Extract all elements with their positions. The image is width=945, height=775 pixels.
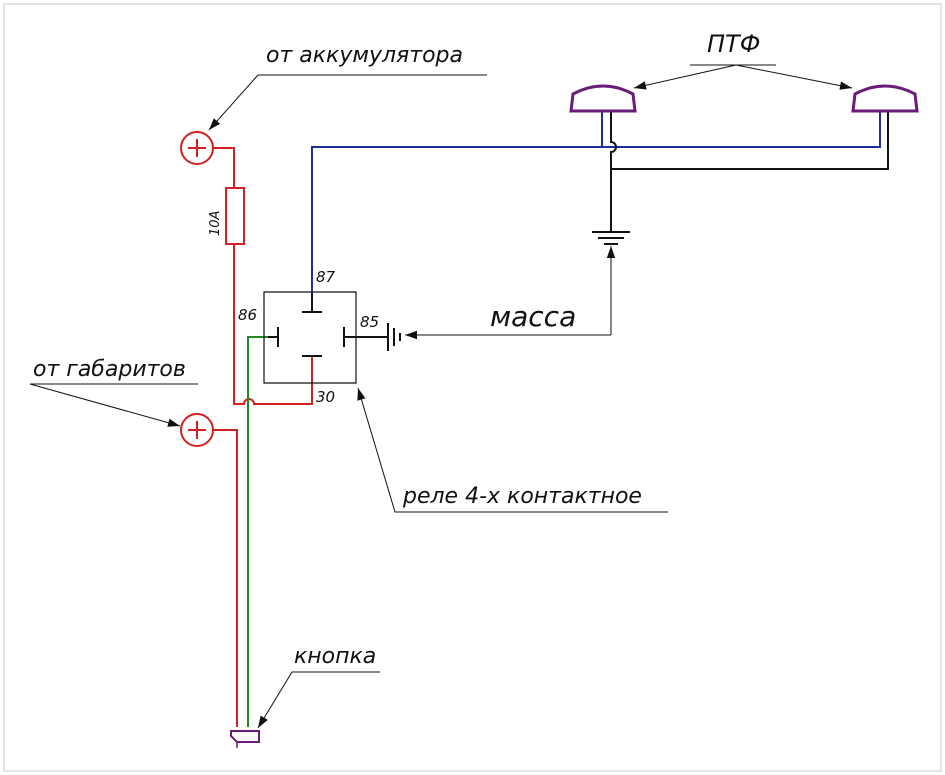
blue-wires: [311, 108, 881, 292]
fog-lamp-right: [851, 84, 919, 113]
fuse-10a: [225, 187, 245, 245]
relay-leader: [357, 387, 668, 513]
pin-86-label: 86: [238, 306, 257, 324]
wire-lamps-link: [602, 108, 881, 148]
label-battery: от аккумулятора: [266, 43, 463, 68]
pin-85-label: 85: [360, 313, 379, 331]
wire-relay-87-to-lamps: [311, 108, 603, 292]
pin-87-label: 87: [316, 268, 336, 286]
page-frame: [3, 3, 942, 772]
label-relay: реле 4-х контактное: [402, 484, 642, 509]
button-switch: [230, 730, 260, 748]
parking-leader: [29, 383, 198, 426]
wire-fuse-to-relay-30: [233, 244, 313, 405]
label-button: кнопка: [294, 644, 376, 669]
wire-button-to-relay-86: [247, 336, 268, 727]
label-fuse: 10А: [208, 211, 223, 236]
leader-lines: [29, 64, 853, 729]
relay-4-pin: [263, 291, 388, 384]
button-leader: [257, 671, 380, 729]
wire-parking-to-button: [213, 429, 238, 727]
ground-wires: [610, 108, 889, 232]
battery-plus-terminal: [180, 131, 214, 165]
relay-ground-icon: [387, 323, 401, 351]
label-parking-lights: от габаритов: [33, 357, 186, 382]
label-ground: масса: [490, 300, 576, 333]
label-ptf: ПТФ: [707, 30, 760, 58]
main-ground-icon: [592, 231, 630, 245]
relay-contacts: [268, 292, 388, 357]
ptf-leader-right: [735, 64, 853, 90]
wire-lamp-left-ground: [610, 108, 617, 232]
plus-icon: [188, 139, 206, 157]
wire-battery-to-fuse: [213, 147, 235, 188]
fog-lamp-left: [569, 84, 637, 113]
wire-lamp-right-ground: [611, 108, 889, 170]
ptf-leader-left: [633, 64, 737, 90]
parking-lights-plus-terminal: [180, 413, 214, 447]
battery-leader: [208, 74, 487, 131]
relay-body: [263, 291, 357, 384]
pin-30-label: 30: [316, 388, 335, 406]
